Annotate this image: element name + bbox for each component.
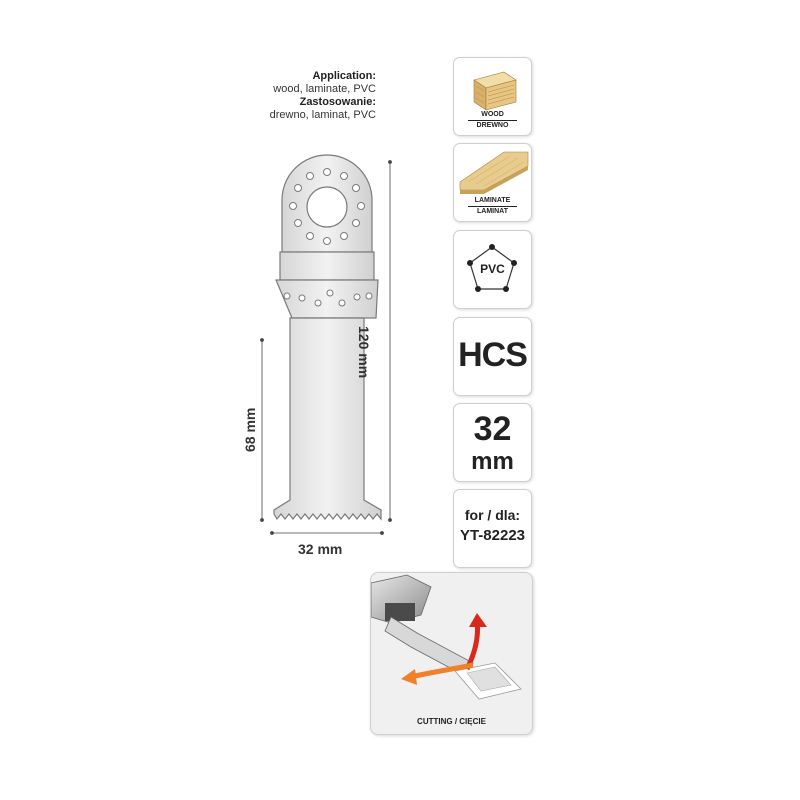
cutting-illustration: CUTTING / CIĘCIE — [370, 572, 533, 735]
hcs-card: HCS — [453, 317, 532, 396]
width-number: 32 — [473, 410, 512, 448]
width-dimension: 32 mm — [298, 541, 343, 557]
application-info: Application: wood, laminate, PVC Zastoso… — [270, 70, 376, 122]
compat-label: for / dla: — [464, 507, 521, 523]
wood-block-icon — [473, 71, 517, 111]
blade-center-hole — [306, 186, 348, 228]
blade-neck — [279, 251, 375, 281]
compat-model: YT-82223 — [459, 527, 526, 544]
pvc-pentagon-icon — [467, 244, 517, 292]
zastosowanie-label: Zastosowanie: — [299, 96, 376, 108]
blade-flange — [275, 279, 379, 319]
compatibility-card: for / dla: YT-82223 — [453, 489, 532, 568]
application-label: Application: — [312, 70, 376, 82]
cutting-label: CUTTING / CIĘCIE — [417, 717, 486, 726]
width-card: 32 mm — [453, 403, 532, 482]
laminate-card: LAMINATE LAMINAT — [453, 143, 532, 222]
laminate-panel-icon — [459, 151, 529, 194]
drewno-label: DREWNO — [476, 122, 509, 129]
blade-shank — [273, 317, 382, 521]
width-unit: mm — [471, 448, 514, 475]
cutting-tool-icon — [371, 574, 522, 700]
length-dimension: 120 mm — [356, 326, 372, 379]
wood-card: WOOD DREWNO — [453, 57, 532, 136]
shank-length-dimension: 68 mm — [242, 407, 258, 452]
application-value: wood, laminate, PVC — [273, 83, 376, 95]
pvc-label: PVC — [480, 262, 505, 276]
pvc-card: PVC — [453, 230, 532, 309]
zastosowanie-value: drewno, laminat, PVC — [269, 109, 376, 121]
laminate-label: LAMINATE — [474, 197, 511, 204]
steel-type: HCS — [458, 336, 528, 374]
laminat-label: LAMINAT — [477, 208, 508, 215]
wood-label: WOOD — [481, 111, 504, 118]
